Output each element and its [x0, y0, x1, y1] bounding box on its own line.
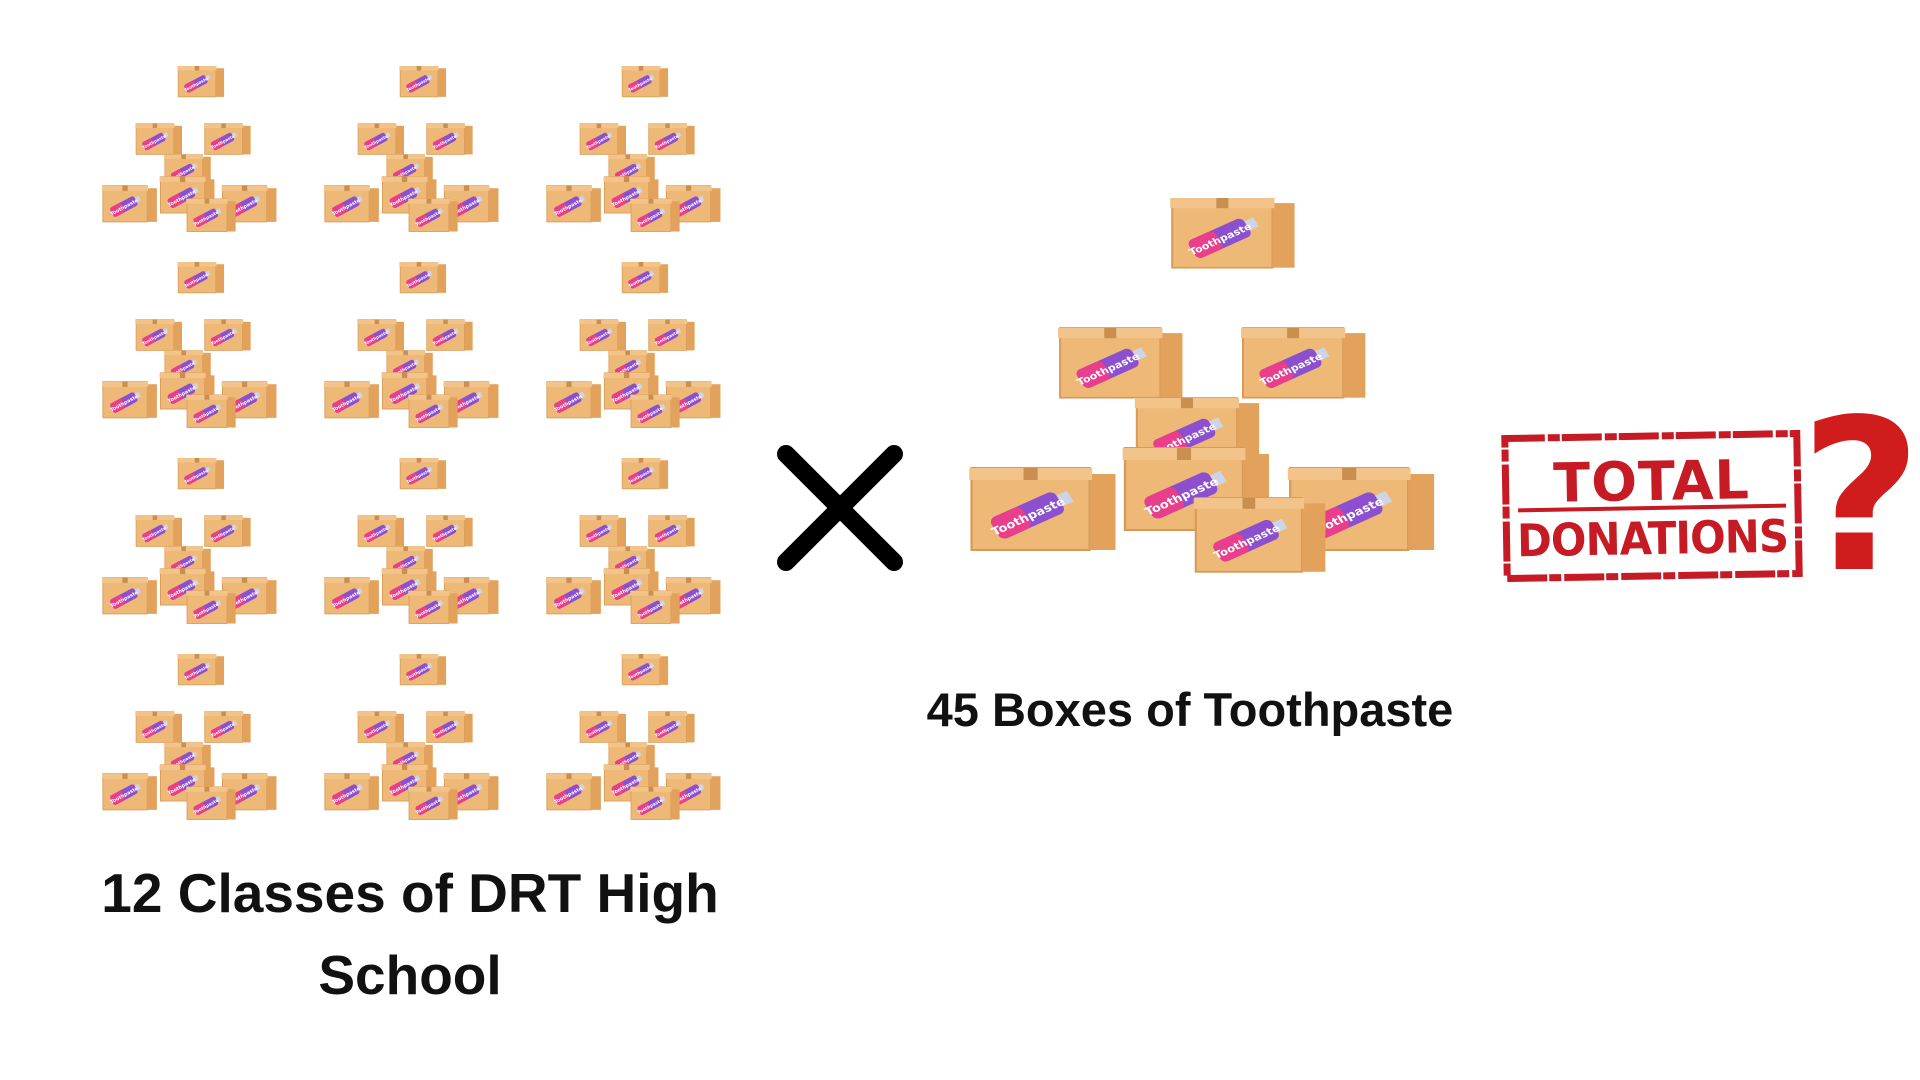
- total-donations-stamp: TOTAL DONATIONS: [1501, 429, 1804, 583]
- box-pile-icon: [314, 654, 504, 840]
- box-pile-icon: [536, 654, 726, 840]
- classes-caption: 12 Classes of DRT High School: [101, 862, 719, 1006]
- box-pile-icon: [314, 262, 504, 448]
- box-pile-icon: [92, 262, 282, 448]
- box-pile-icon: [92, 458, 282, 644]
- box-pile-icon: [948, 198, 1438, 632]
- box-pile-icon: [536, 66, 726, 252]
- box-pile-icon: [314, 458, 504, 644]
- box-pile-icon: [536, 458, 726, 644]
- classes-grid: [92, 66, 732, 846]
- question-mark-icon: ?: [1800, 374, 1920, 619]
- box-pile-icon: [92, 654, 282, 840]
- times-icon: [770, 438, 910, 578]
- stamp-line-total: TOTAL: [1552, 448, 1751, 515]
- boxes-caption: 45 Boxes of Toothpaste: [926, 683, 1454, 736]
- stamp-line-donations: DONATIONS: [1516, 509, 1789, 568]
- box-pile-icon: [536, 262, 726, 448]
- box-pile-icon: [92, 66, 282, 252]
- box-pile-icon: [314, 66, 504, 252]
